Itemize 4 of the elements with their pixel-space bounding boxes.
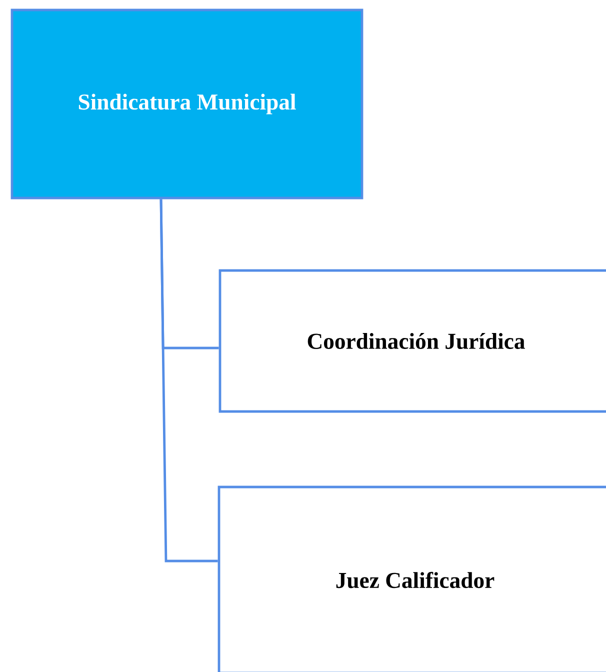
org-box: Coordinación Jurídica [218,269,606,413]
org-box: Juez Calificador [218,486,606,672]
connector-line [160,199,218,562]
org-box: Sindicatura Municipal [10,8,364,200]
